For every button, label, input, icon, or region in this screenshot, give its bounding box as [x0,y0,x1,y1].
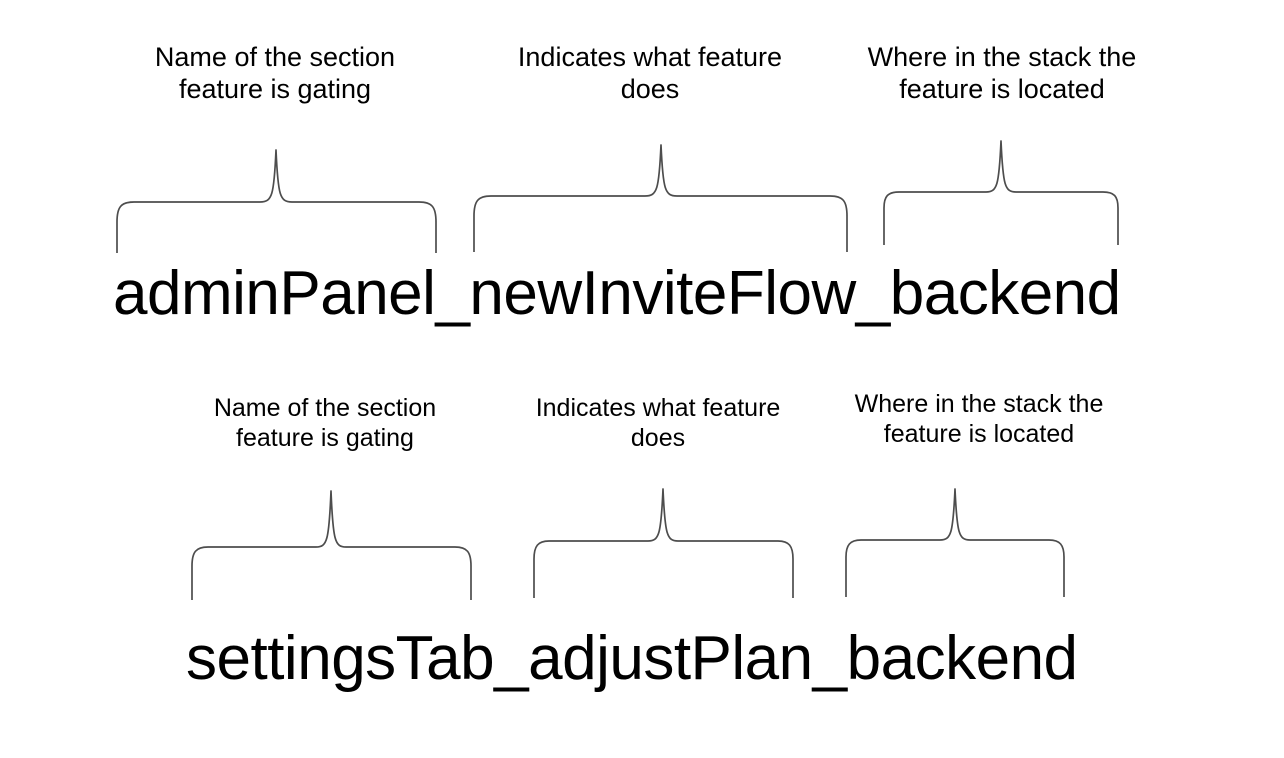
brace-row1-segment2-icon [473,144,848,252]
brace-row2-segment3-icon [845,488,1065,597]
caption-row1-segment1: Name of the section feature is gating [154,42,396,104]
brace-row1-segment1-icon [116,149,437,253]
brace-row1-segment3-icon [883,140,1119,245]
caption-row2-segment1: Name of the section feature is gating [213,394,437,452]
caption-row1-segment3: Where in the stack the feature is locate… [867,42,1137,104]
caption-row2-segment3: Where in the stack the feature is locate… [854,390,1104,448]
feature-flag-name-row1: adminPanel_newInviteFlow_backend [113,259,1121,328]
caption-row1-segment2: Indicates what feature does [517,42,783,104]
brace-row2-segment2-icon [533,488,794,598]
brace-row2-segment1-icon [191,490,472,600]
caption-row2-segment2: Indicates what feature does [535,394,781,452]
feature-flag-name-row2: settingsTab_adjustPlan_backend [186,624,1078,693]
